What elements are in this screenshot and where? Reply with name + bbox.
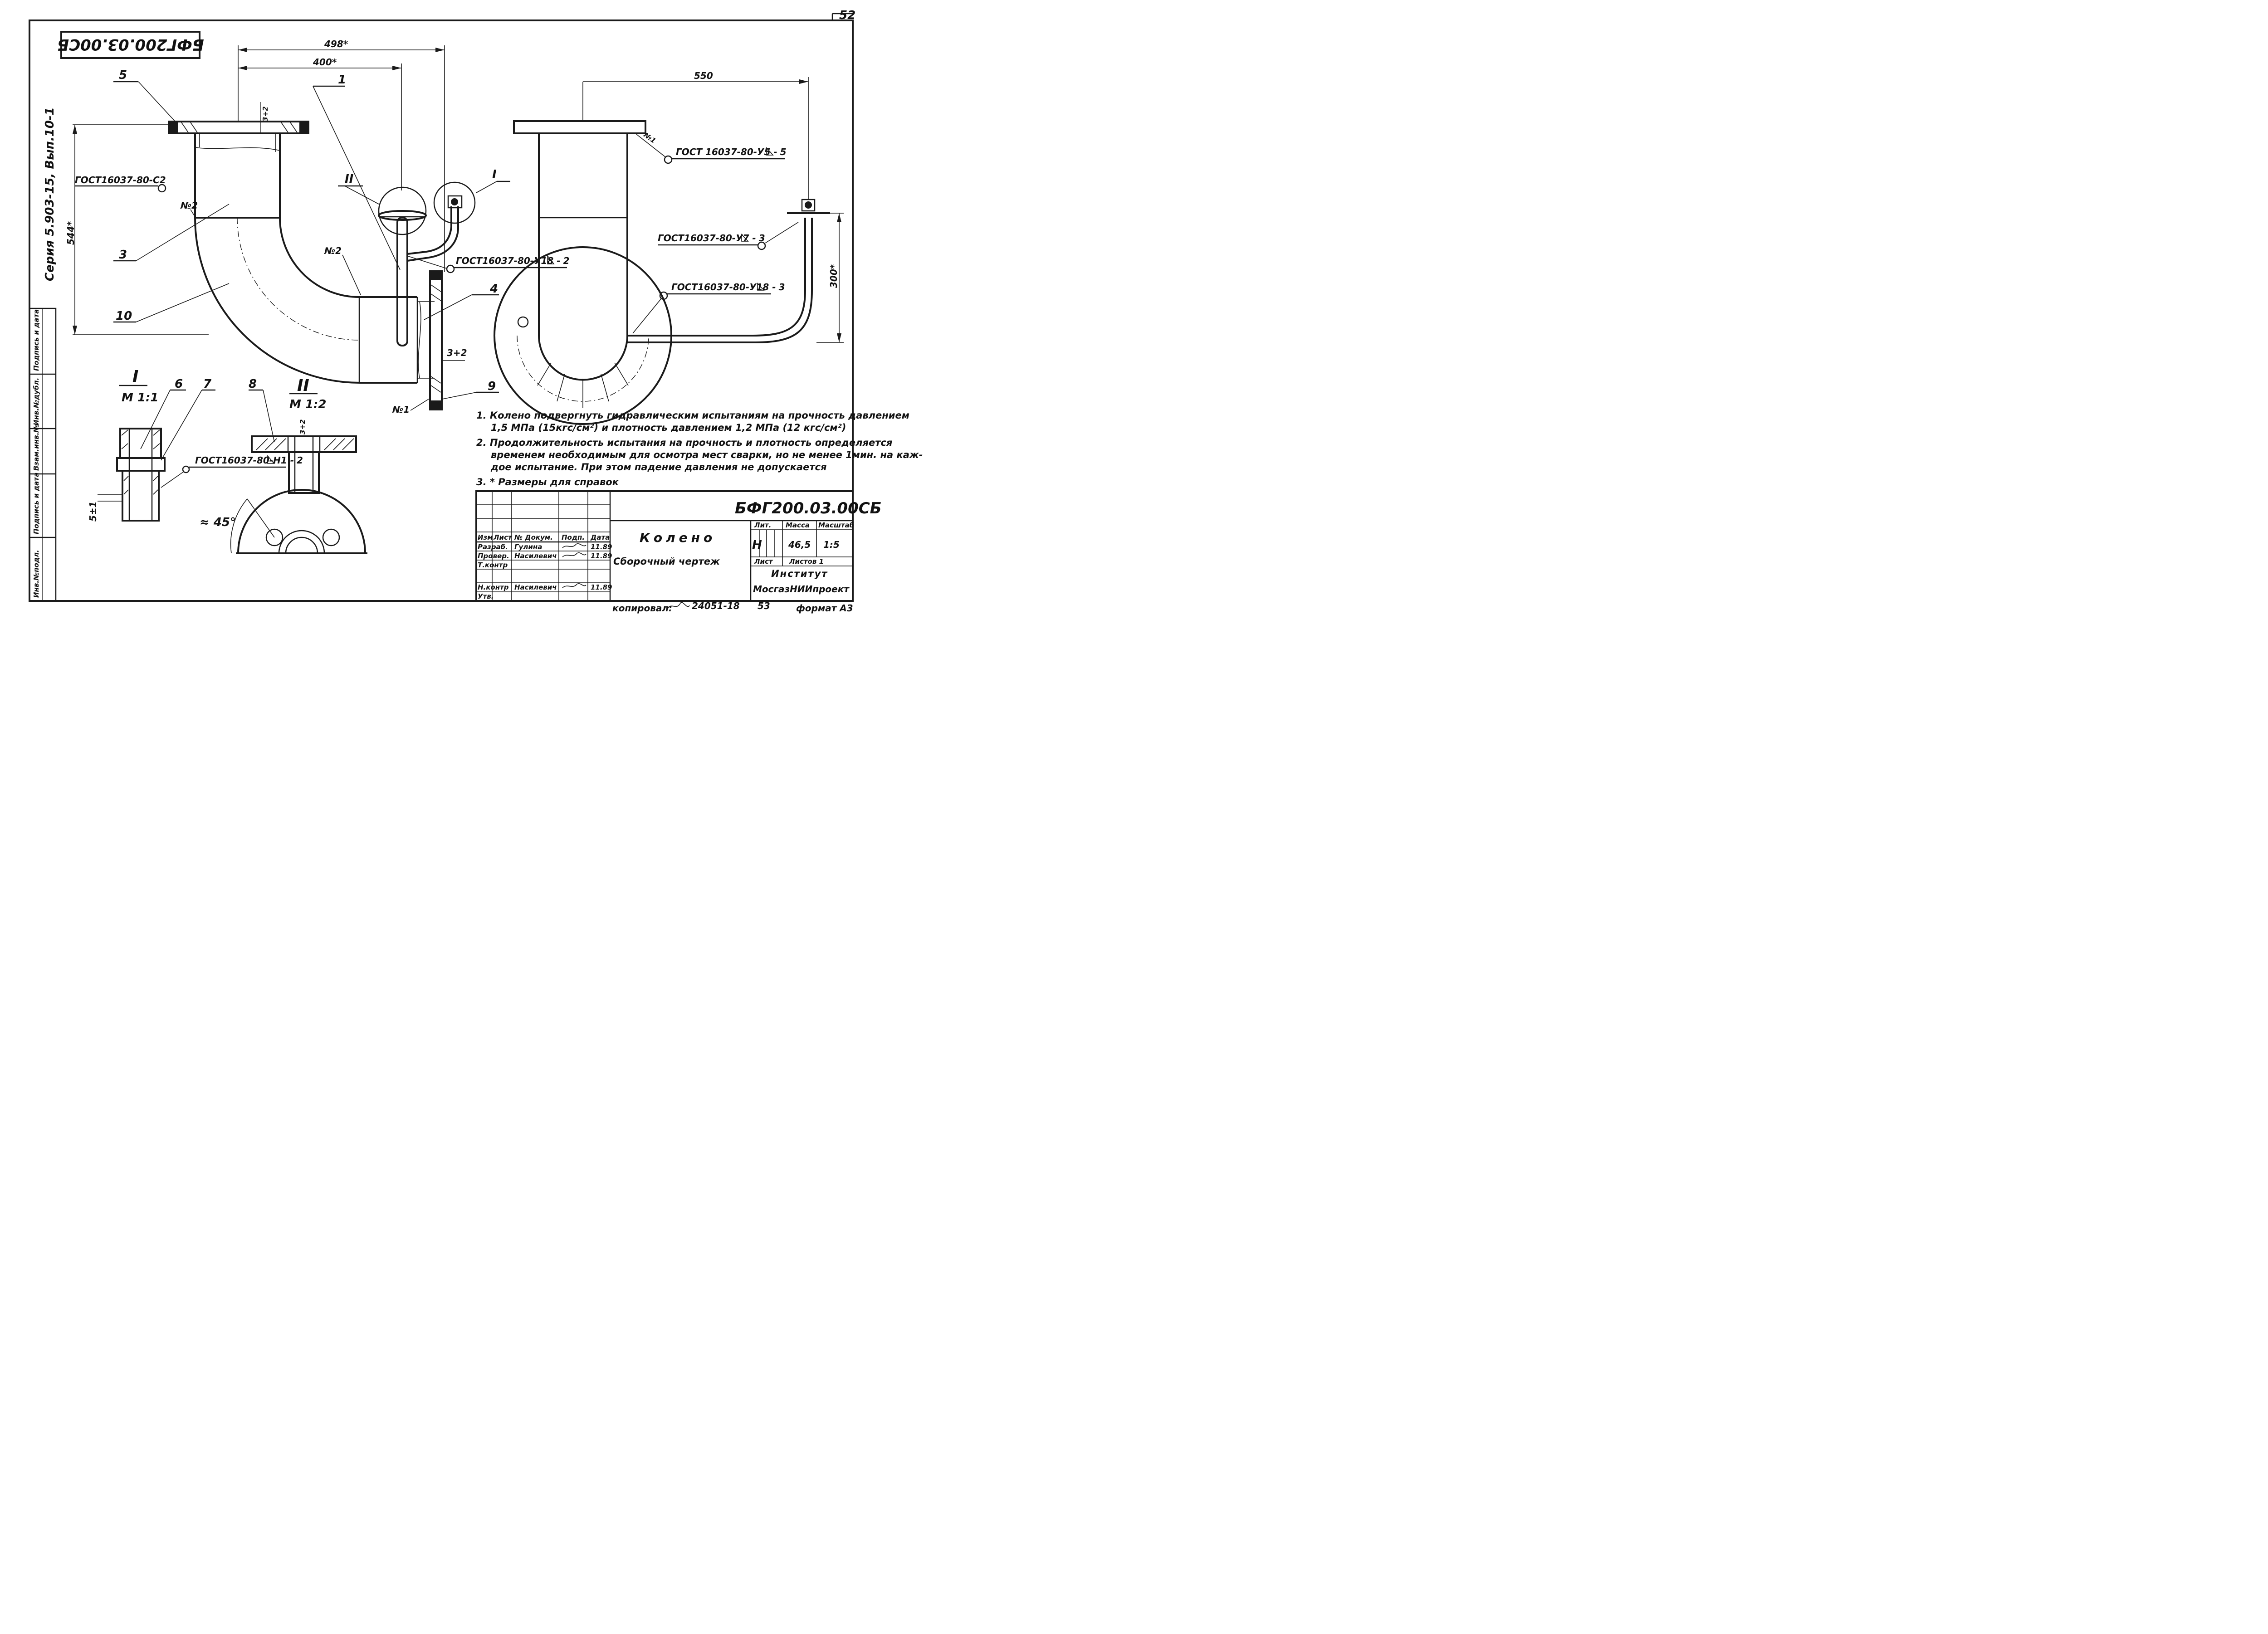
tb-date-nkontr: 11.89 xyxy=(591,583,612,591)
footer-page: 53 xyxy=(758,600,770,611)
dim-400: 400* xyxy=(313,57,337,68)
tb-date-razrab: 11.89 xyxy=(591,543,612,551)
series-label: Серия 5.903-15, Вып.10-1 xyxy=(43,107,57,281)
footer-number: 24051-18 xyxy=(692,600,740,611)
dim-3plus2-detail: 3+2 xyxy=(298,419,307,434)
tb-code: БФГ200.03.00СБ xyxy=(735,499,882,517)
dim-3plus2-right: 3+2 xyxy=(447,347,467,358)
note-line-1: 1. Колено подвергнуть гидравлическим исп… xyxy=(476,410,909,421)
tb-name-razrab: Гулина xyxy=(514,543,542,551)
note-line-6: 3. * Размеры для справок xyxy=(476,477,619,488)
weld-u7: ГОСТ16037-80-У7 -3 xyxy=(658,233,765,244)
tb-col-list: Лист xyxy=(493,533,513,541)
tb-name-nkontr: Насилевич xyxy=(514,583,557,591)
flange-plan-view: ≈ 45° xyxy=(200,489,367,554)
tb-lit-value: Н xyxy=(752,538,762,552)
tb-scale-label: Масштаб xyxy=(818,521,854,529)
tb-scale-value: 1:5 xyxy=(823,539,840,550)
dim-5pm1: 5±1 xyxy=(88,501,98,522)
dim-3plus2-top: 3+2 xyxy=(261,107,269,122)
tb-name-prover: Насилевич xyxy=(514,552,557,560)
tb-role-tkontr: Т.контр xyxy=(478,561,508,569)
elbow-side-view: 550 300* ГОСТ 16037-80-У5 -5 №1 ГОСТ1603… xyxy=(494,70,844,425)
tb-name-line2: Сборочный чертеж xyxy=(613,556,720,567)
tb-col-data: Дата xyxy=(590,533,610,541)
side-strip: Инв.№подл. Подпись и дата Взам.инв.№ Инв… xyxy=(29,307,57,602)
tb-name-line1: Колено xyxy=(640,530,716,545)
weld-u18-right: ГОСТ16037-80-У18 -3 xyxy=(671,282,785,293)
callout-1: 1 xyxy=(338,73,346,87)
tb-lit-label: Лит. xyxy=(754,521,771,529)
callout-6: 6 xyxy=(175,377,183,391)
tb-date-prover: 11.89 xyxy=(591,552,612,560)
tb-col-podp: Подп. xyxy=(562,533,585,541)
title-block: Изм Лист № Докум. Подп. Дата Разраб. Гул… xyxy=(475,490,882,602)
tb-col-dokum: № Докум. xyxy=(514,533,553,541)
side-sign-date-2: Подпись и дата xyxy=(32,309,40,371)
detail-I: I М 1:1 6 7 5±1 ГОСТ16037-80-Н1 -2 xyxy=(88,367,303,522)
callout-n2-left: №2 xyxy=(180,200,198,211)
callout-view-I: I xyxy=(492,168,497,181)
callout-10: 10 xyxy=(116,309,132,323)
weld-u18-left: ГОСТ16037-80-У18 -2 xyxy=(456,255,570,266)
side-inv-podl: Инв.№подл. xyxy=(32,550,40,598)
dimensions-left: 498* 400* 544* 3+2 3+2 xyxy=(65,39,467,361)
footer: копировал: 24051-18 53 формат А3 xyxy=(612,600,853,614)
side-sign-date-1: Подпись и дата xyxy=(32,473,40,534)
weld-c2: ГОСТ16037-80-С2 xyxy=(75,175,166,185)
weld-n1: ГОСТ16037-80-Н1 -2 xyxy=(195,455,303,466)
note-line-5: дое испытание. При этом падение давления… xyxy=(490,462,826,473)
tb-sheets-label: Листов 1 xyxy=(789,557,824,566)
detail-II: II М 1:2 8 3+2 xyxy=(249,376,357,494)
tb-col-izm: Изм xyxy=(478,533,493,541)
detail-II-title: II xyxy=(297,376,309,395)
callout-9: 9 xyxy=(488,380,496,393)
callout-view-II: II xyxy=(345,172,354,186)
footer-copied: копировал: xyxy=(612,603,672,614)
page-number: 52 xyxy=(839,9,855,22)
side-vzam: Взам.инв.№ xyxy=(32,424,40,471)
callout-3: 3 xyxy=(119,248,127,262)
drawing-sheet: 52 БФГ200.03.00СБ Серия 5.903-15, Вып.10… xyxy=(29,9,923,614)
top-code-box: БФГ200.03.00СБ xyxy=(57,31,204,59)
detail-I-title: I xyxy=(132,367,138,386)
tb-role-razrab: Разраб. xyxy=(478,543,508,551)
elbow-front-view xyxy=(168,85,510,411)
dim-498: 498* xyxy=(324,39,348,49)
callout-n2-mid: №2 xyxy=(324,245,342,256)
tb-org-line2: МосгазНИИпроект xyxy=(753,584,850,595)
notes: 1. Колено подвергнуть гидравлическим исп… xyxy=(476,410,923,488)
tb-sheet-label: Лист xyxy=(754,557,773,566)
callout-5: 5 xyxy=(119,68,127,82)
callout-n1-left: №1 xyxy=(392,404,410,415)
tb-mass-label: Масса xyxy=(786,521,810,529)
callout-8: 8 xyxy=(249,377,257,391)
callouts-left: 5 3 10 4 9 1 II I №2 №2 №1 ГОСТ16037-80-… xyxy=(75,68,570,415)
drawing-code-top: БФГ200.03.00СБ xyxy=(57,35,204,54)
callout-7: 7 xyxy=(203,377,212,391)
side-inv-dubl: Инв.№дубл. xyxy=(32,378,40,425)
detail-I-scale: М 1:1 xyxy=(122,391,159,405)
callout-4: 4 xyxy=(489,282,498,296)
note-line-2: 1,5 МПа (15кгс/см²) и плотность давление… xyxy=(491,422,846,433)
tb-mass-value: 46,5 xyxy=(788,539,811,550)
dim-550: 550 xyxy=(694,70,713,81)
tb-role-prover: Провер. xyxy=(478,552,509,560)
weld-u5: ГОСТ 16037-80-У5 -5 xyxy=(676,146,787,157)
dim-544: 544* xyxy=(65,221,76,245)
detail-II-scale: М 1:2 xyxy=(289,398,327,411)
angle-45: ≈ 45° xyxy=(200,516,236,529)
note-line-4: временем необходимым для осмотра мест св… xyxy=(491,449,923,460)
tb-role-utv: Утв. xyxy=(478,592,494,600)
tb-org-line1: Институт xyxy=(771,568,828,579)
tb-role-nkontr: Н.контр xyxy=(478,583,509,591)
note-line-3: 2. Продолжительность испытания на прочно… xyxy=(476,437,892,448)
footer-format: формат А3 xyxy=(796,603,853,614)
dim-300: 300* xyxy=(828,264,839,288)
